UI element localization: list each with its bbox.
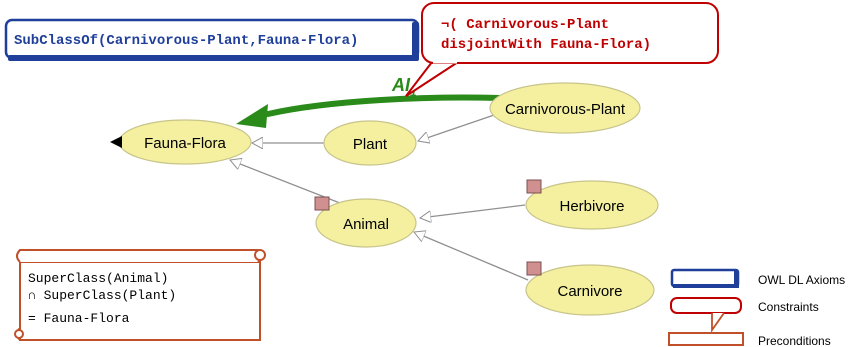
precondition-line2: ∩ SuperClass(Plant) bbox=[28, 288, 176, 303]
ai-arrowhead bbox=[236, 104, 268, 128]
ai-arrow-path bbox=[265, 94, 503, 117]
constraint-callout: ¬( Carnivorous-Plant disjointWith Fauna-… bbox=[405, 2, 719, 97]
legend-item-preconditions: Preconditions bbox=[668, 312, 831, 347]
node-carnivore-label: Carnivore bbox=[557, 283, 622, 300]
legend-label-axioms: OWL DL Axioms bbox=[758, 273, 845, 287]
collapse-triangle-icon[interactable] bbox=[110, 136, 122, 148]
node-marker-icon bbox=[314, 196, 330, 211]
callout-pointer bbox=[405, 61, 459, 97]
legend: OWL DL Axioms Constraints Preconditions bbox=[668, 268, 845, 347]
node-plant-label: Plant bbox=[353, 136, 388, 153]
node-carnivorous-plant-label: Carnivorous-Plant bbox=[505, 101, 626, 118]
axiom-box: SubClassOf(Carnivorous-Plant,Fauna-Flora… bbox=[4, 18, 420, 61]
precondition-line3: = Fauna-Flora bbox=[28, 311, 130, 326]
node-marker-icon bbox=[526, 261, 542, 276]
node-fauna-flora[interactable]: Fauna-Flora bbox=[110, 119, 252, 165]
node-fauna-flora-label: Fauna-Flora bbox=[144, 135, 226, 152]
node-carnivore[interactable]: Carnivore bbox=[525, 261, 655, 316]
node-animal[interactable]: Animal bbox=[314, 196, 417, 248]
axiom-text: SubClassOf(Carnivorous-Plant,Fauna-Flora… bbox=[14, 33, 358, 49]
legend-label-constraints: Constraints bbox=[758, 300, 819, 314]
precondition-line1: SuperClass(Animal) bbox=[28, 271, 168, 286]
legend-item-axioms: OWL DL Axioms bbox=[670, 268, 845, 288]
node-marker-icon bbox=[526, 179, 542, 194]
legend-item-constraints: Constraints bbox=[670, 297, 819, 314]
precondition-scroll: SuperClass(Animal) ∩ SuperClass(Plant) =… bbox=[14, 249, 266, 341]
node-herbivore-label: Herbivore bbox=[559, 198, 624, 215]
constraint-line1: ¬( Carnivorous-Plant bbox=[441, 17, 609, 33]
node-animal-label: Animal bbox=[343, 216, 389, 233]
node-carnivorous-plant[interactable]: Carnivorous-Plant bbox=[489, 82, 641, 134]
edge-herbivore-to-animal bbox=[420, 204, 526, 218]
legend-label-preconditions: Preconditions bbox=[758, 334, 831, 347]
constraint-line2: disjointWith Fauna-Flora) bbox=[441, 37, 651, 53]
edge-carnivore-to-animal bbox=[414, 232, 529, 281]
edge-carnivorous-plant-to-plant bbox=[418, 112, 501, 141]
node-plant[interactable]: Plant bbox=[323, 120, 417, 166]
ai-arrow: AI1 bbox=[236, 75, 503, 128]
node-herbivore[interactable]: Herbivore bbox=[525, 179, 659, 230]
